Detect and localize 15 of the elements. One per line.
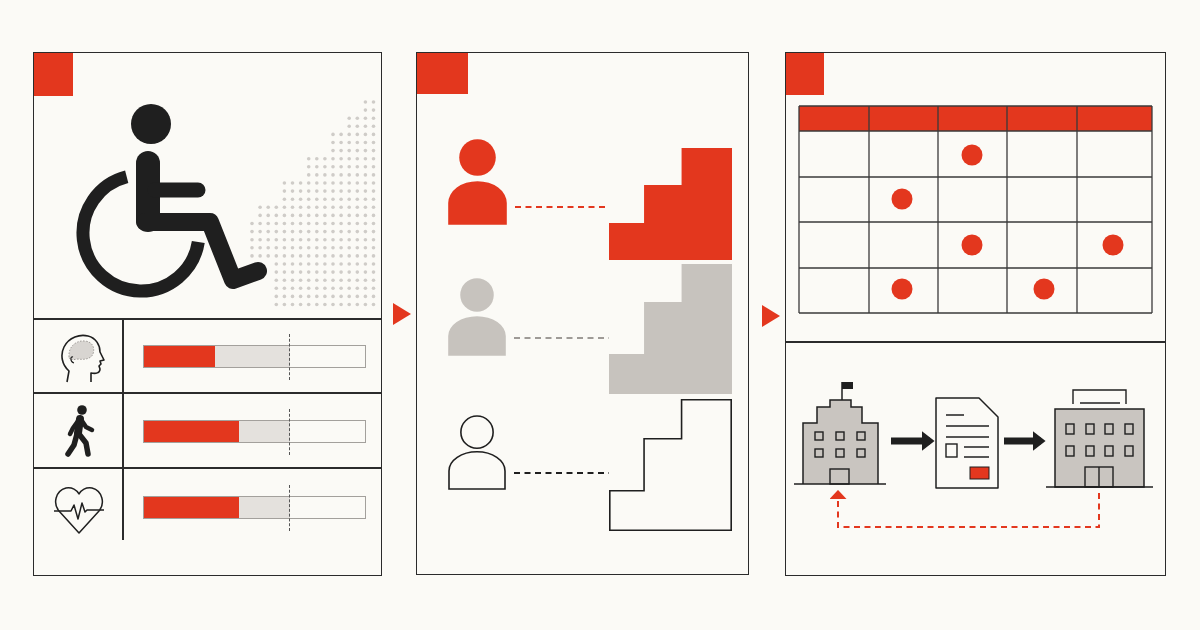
building-icon	[1045, 388, 1153, 488]
stairs-icon	[608, 398, 732, 531]
stairs-icon	[608, 147, 732, 260]
document-icon	[934, 396, 999, 489]
building-icon	[793, 380, 886, 485]
person-icon	[447, 138, 507, 225]
person-icon	[447, 414, 506, 490]
panel	[785, 52, 1166, 576]
panel	[416, 52, 749, 575]
panel	[33, 52, 382, 576]
triangle-arrow	[393, 303, 411, 325]
person-icon	[447, 277, 506, 356]
stairs-icon	[608, 263, 732, 394]
dashed-arrow	[829, 489, 1100, 528]
triangle-arrow	[762, 305, 780, 327]
